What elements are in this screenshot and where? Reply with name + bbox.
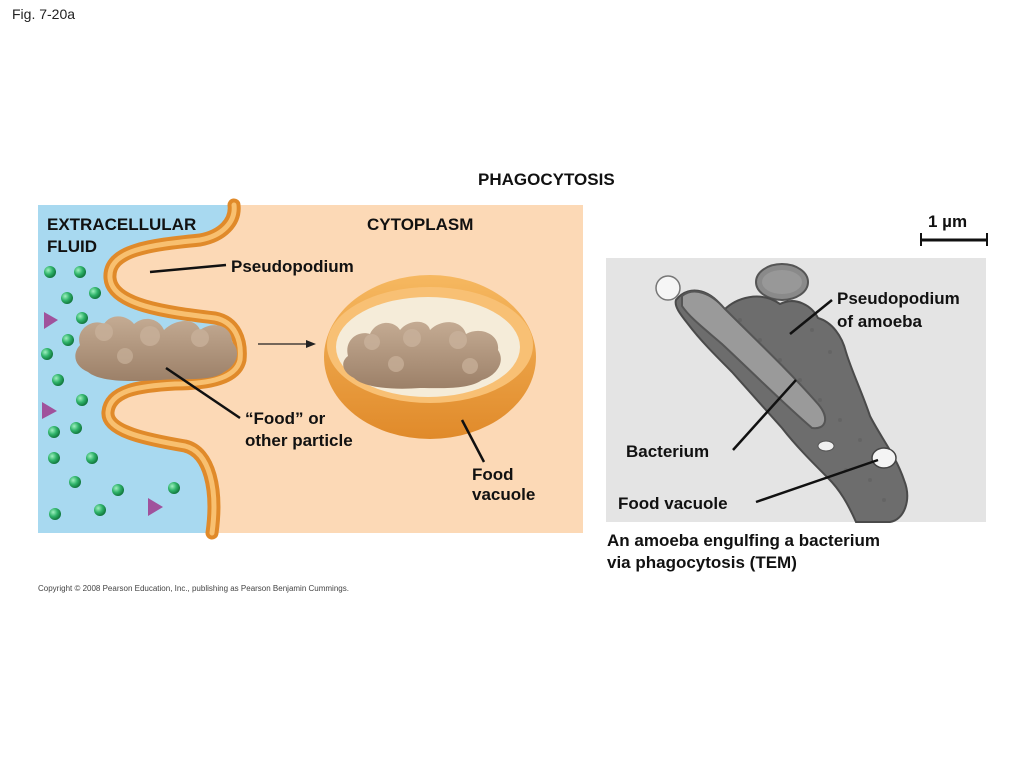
- scale-bar: [920, 233, 988, 246]
- figure-title: PHAGOCYTOSIS: [478, 170, 615, 189]
- tem-vacuole-label: Food vacuole: [618, 494, 728, 513]
- copyright-notice: Copyright © 2008 Pearson Education, Inc.…: [38, 584, 349, 593]
- scale-bar-label: 1 µm: [928, 212, 968, 231]
- caption-line2: via phagocytosis (TEM): [607, 553, 797, 572]
- process-arrow: [258, 340, 316, 348]
- vacuole-label-line1: Food: [472, 465, 514, 484]
- vacuole-label-line2: vacuole: [472, 485, 535, 504]
- tem-pseudopodium-pointer: [789, 299, 833, 335]
- tem-bacterium-pointer: [732, 379, 797, 451]
- vacuole-pointer: [460, 419, 486, 463]
- food-label-line1: “Food” or: [245, 409, 326, 428]
- cytoplasm-label: CYTOPLASM: [367, 215, 473, 234]
- caption-line1: An amoeba engulfing a bacterium: [607, 531, 880, 550]
- pseudopodium-label: Pseudopodium: [231, 257, 354, 276]
- food-label-line2: other particle: [245, 431, 353, 450]
- food-pointer: [165, 366, 241, 420]
- food-vacuole: [324, 275, 536, 439]
- pseudopodium-pointer: [149, 263, 227, 274]
- tem-pseudopodium-label-line2: of amoeba: [837, 312, 923, 331]
- tem-pseudopodium-label-line1: Pseudopodium: [837, 289, 960, 308]
- micrograph-caption: An amoeba engulfing a bacterium via phag…: [607, 530, 967, 574]
- extracellular-label-line1: EXTRACELLULAR: [47, 215, 196, 234]
- tem-vacuole-pointer: [755, 458, 879, 504]
- extracellular-particles: [41, 266, 180, 520]
- tem-bacterium-label: Bacterium: [626, 442, 709, 461]
- extracellular-label-line2: FLUID: [47, 237, 97, 256]
- figure-label: Fig. 7-20a: [12, 6, 76, 22]
- tem-micrograph: [606, 258, 986, 523]
